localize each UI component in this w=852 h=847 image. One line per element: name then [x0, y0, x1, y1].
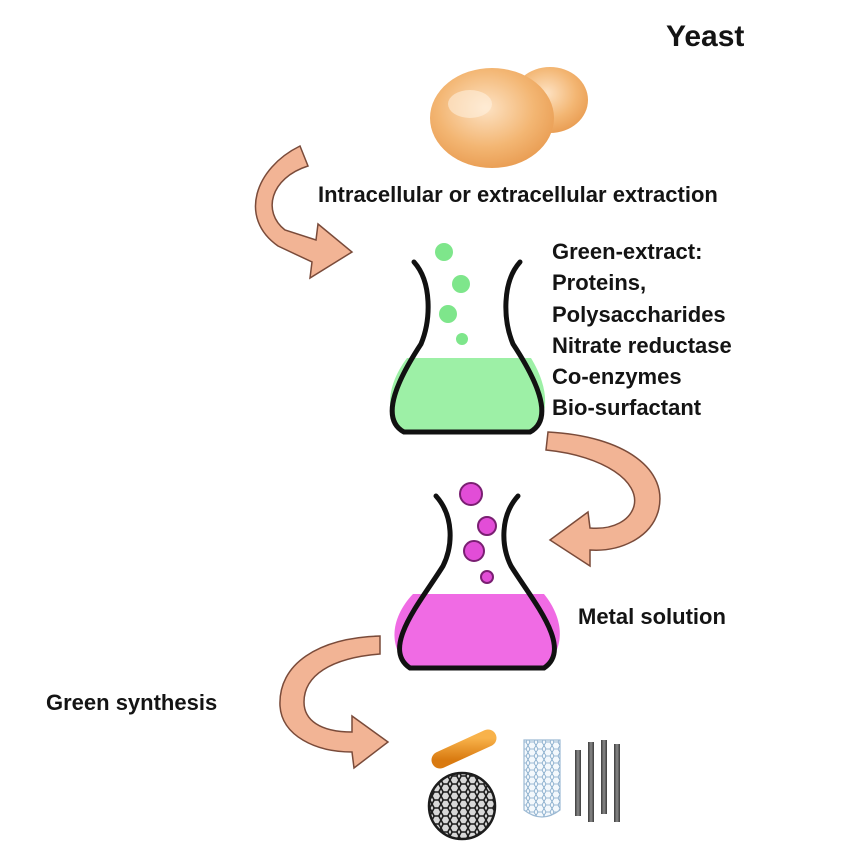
- flask-green-icon: [389, 243, 546, 435]
- yeast-cell-icon: [430, 67, 588, 168]
- extraction-label: Intracellular or extracellular extractio…: [318, 182, 718, 207]
- nanowires-icon: [575, 740, 620, 822]
- curved-arrow-1: [254, 144, 354, 280]
- green-synthesis-label: Green synthesis: [46, 690, 218, 715]
- curved-arrow-2: [545, 431, 661, 568]
- extract-item: Nitrate reductase: [552, 332, 732, 358]
- fullerene-icon: [427, 771, 497, 841]
- metal-solution-label: Metal solution: [578, 604, 726, 629]
- extract-item: Proteins,: [552, 270, 647, 296]
- flask-pink-icon: [394, 482, 560, 671]
- extract-item: Bio-surfactant: [552, 395, 702, 421]
- nanotube-icon: [523, 739, 561, 818]
- extract-item: Co-enzymes: [552, 364, 682, 390]
- nanorod-icon: [431, 729, 497, 769]
- diagram-title: Yeast: [666, 20, 745, 53]
- curved-arrow-3: [279, 635, 390, 770]
- green-extract-heading: Green-extract:: [552, 239, 703, 264]
- extract-item: Polysaccharides: [552, 301, 726, 327]
- green-extract-list: Green-extract: Proteins, Polysaccharides…: [552, 236, 732, 424]
